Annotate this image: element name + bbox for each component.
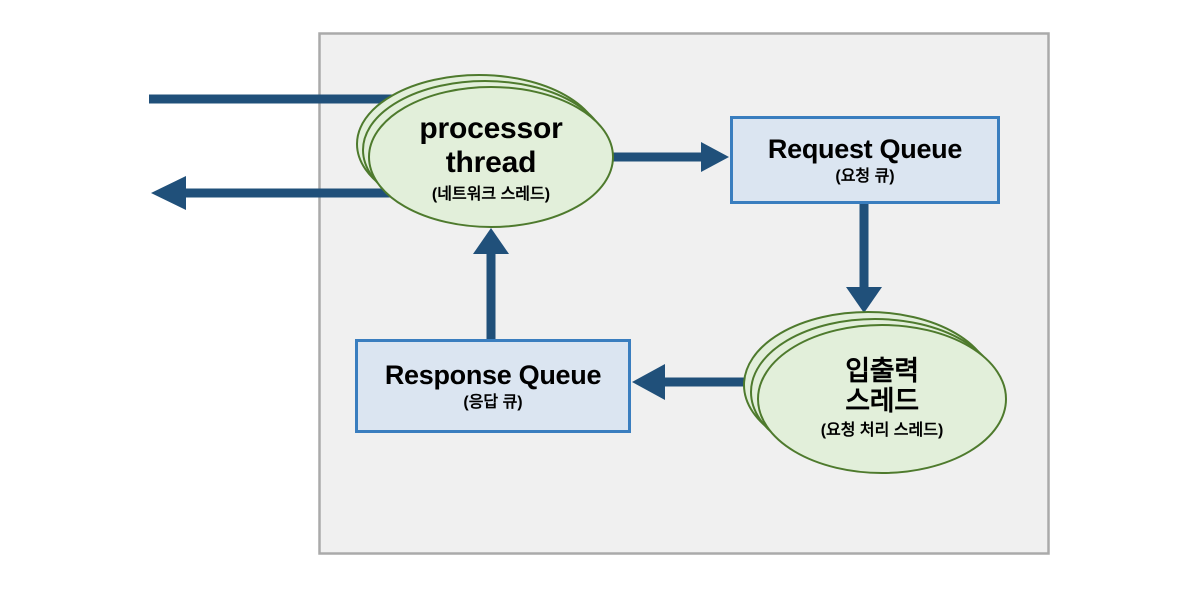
io-thread-ellipse-front [757, 324, 1007, 474]
edge-response-queue-to-processor [473, 228, 509, 340]
node-io-thread[interactable] [743, 311, 1007, 474]
node-request-queue[interactable] [730, 116, 1000, 204]
response-queue-box [355, 339, 631, 433]
node-response-queue[interactable] [355, 339, 631, 433]
request-queue-box [730, 116, 1000, 204]
edge-request-queue-to-io-thread [846, 203, 882, 313]
processor-thread-ellipse-front [368, 86, 614, 228]
node-processor-thread[interactable] [356, 74, 614, 228]
edge-io-thread-to-response-queue [632, 364, 757, 400]
edge-outgoing-response-arrow [151, 176, 400, 210]
edge-processor-to-request-queue [612, 142, 729, 172]
